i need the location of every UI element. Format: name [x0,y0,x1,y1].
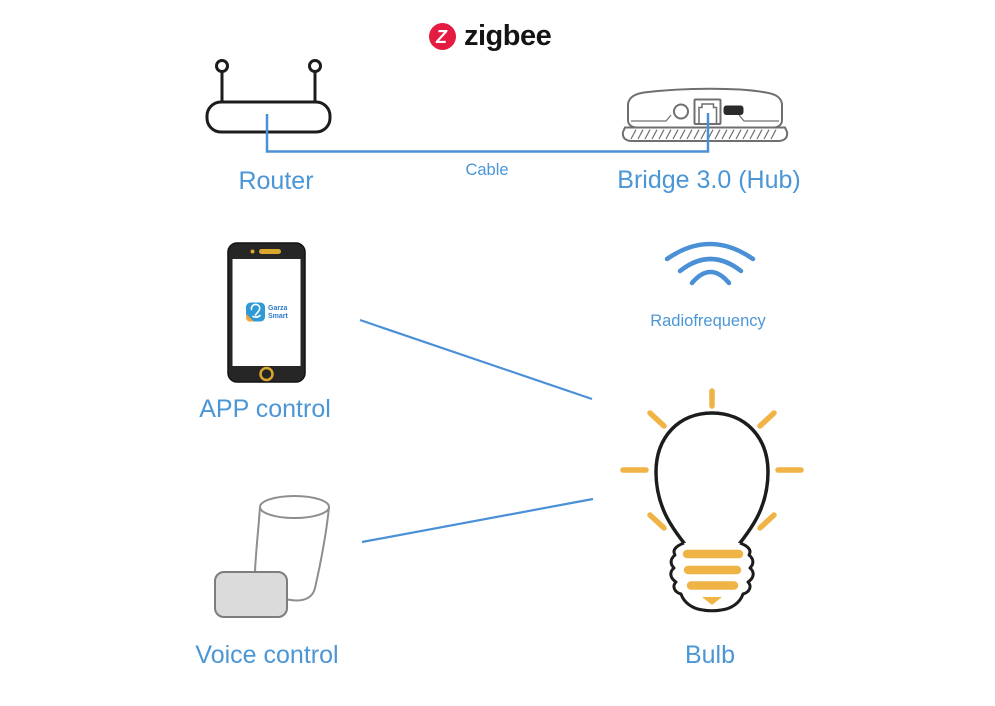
usb-port-icon [723,105,744,115]
zigbee-logo-letter: Z [436,26,447,47]
speaker-remote-icon [214,571,288,618]
app-control-label: APP control [199,395,331,423]
router-icon [205,59,332,134]
phone-app-name-line1: Garza [268,305,288,312]
radiofrequency-waves-icon [664,241,756,286]
phone-camera-icon [250,249,255,254]
phone-app-name-line2: Smart [268,313,289,320]
light-bulb-icon [620,388,804,613]
bulb-label: Bulb [684,641,736,669]
power-port-icon [673,103,689,120]
bulb-rays [620,388,804,531]
bridge-label: Bridge 3.0 (Hub) [617,166,801,194]
radiofrequency-label: Radiofrequency [650,312,766,330]
bridge-hub-icon [621,87,789,142]
phone-speaker-icon [259,249,281,254]
bulb-screw-base [669,541,755,613]
router-label: Router [238,167,314,195]
voice-to-bulb-line [361,497,594,544]
smartphone-icon: Garza Smart [227,242,306,383]
bulb-glass [654,411,770,545]
cable-line [265,113,710,153]
app-to-bulb-line [359,318,593,401]
bulb-tip [702,597,722,605]
bulb-threads [682,549,744,590]
garza-smart-app-icon [246,302,265,322]
voice-control-label: Voice control [195,641,339,669]
zigbee-logo: Z zigbee [429,20,552,52]
smart-speaker-icon [214,495,330,618]
zigbee-wordmark: zigbee [464,20,552,52]
zigbee-logo-icon: Z [429,23,456,50]
cable-label: Cable [465,161,509,179]
phone-home-button [259,366,274,382]
